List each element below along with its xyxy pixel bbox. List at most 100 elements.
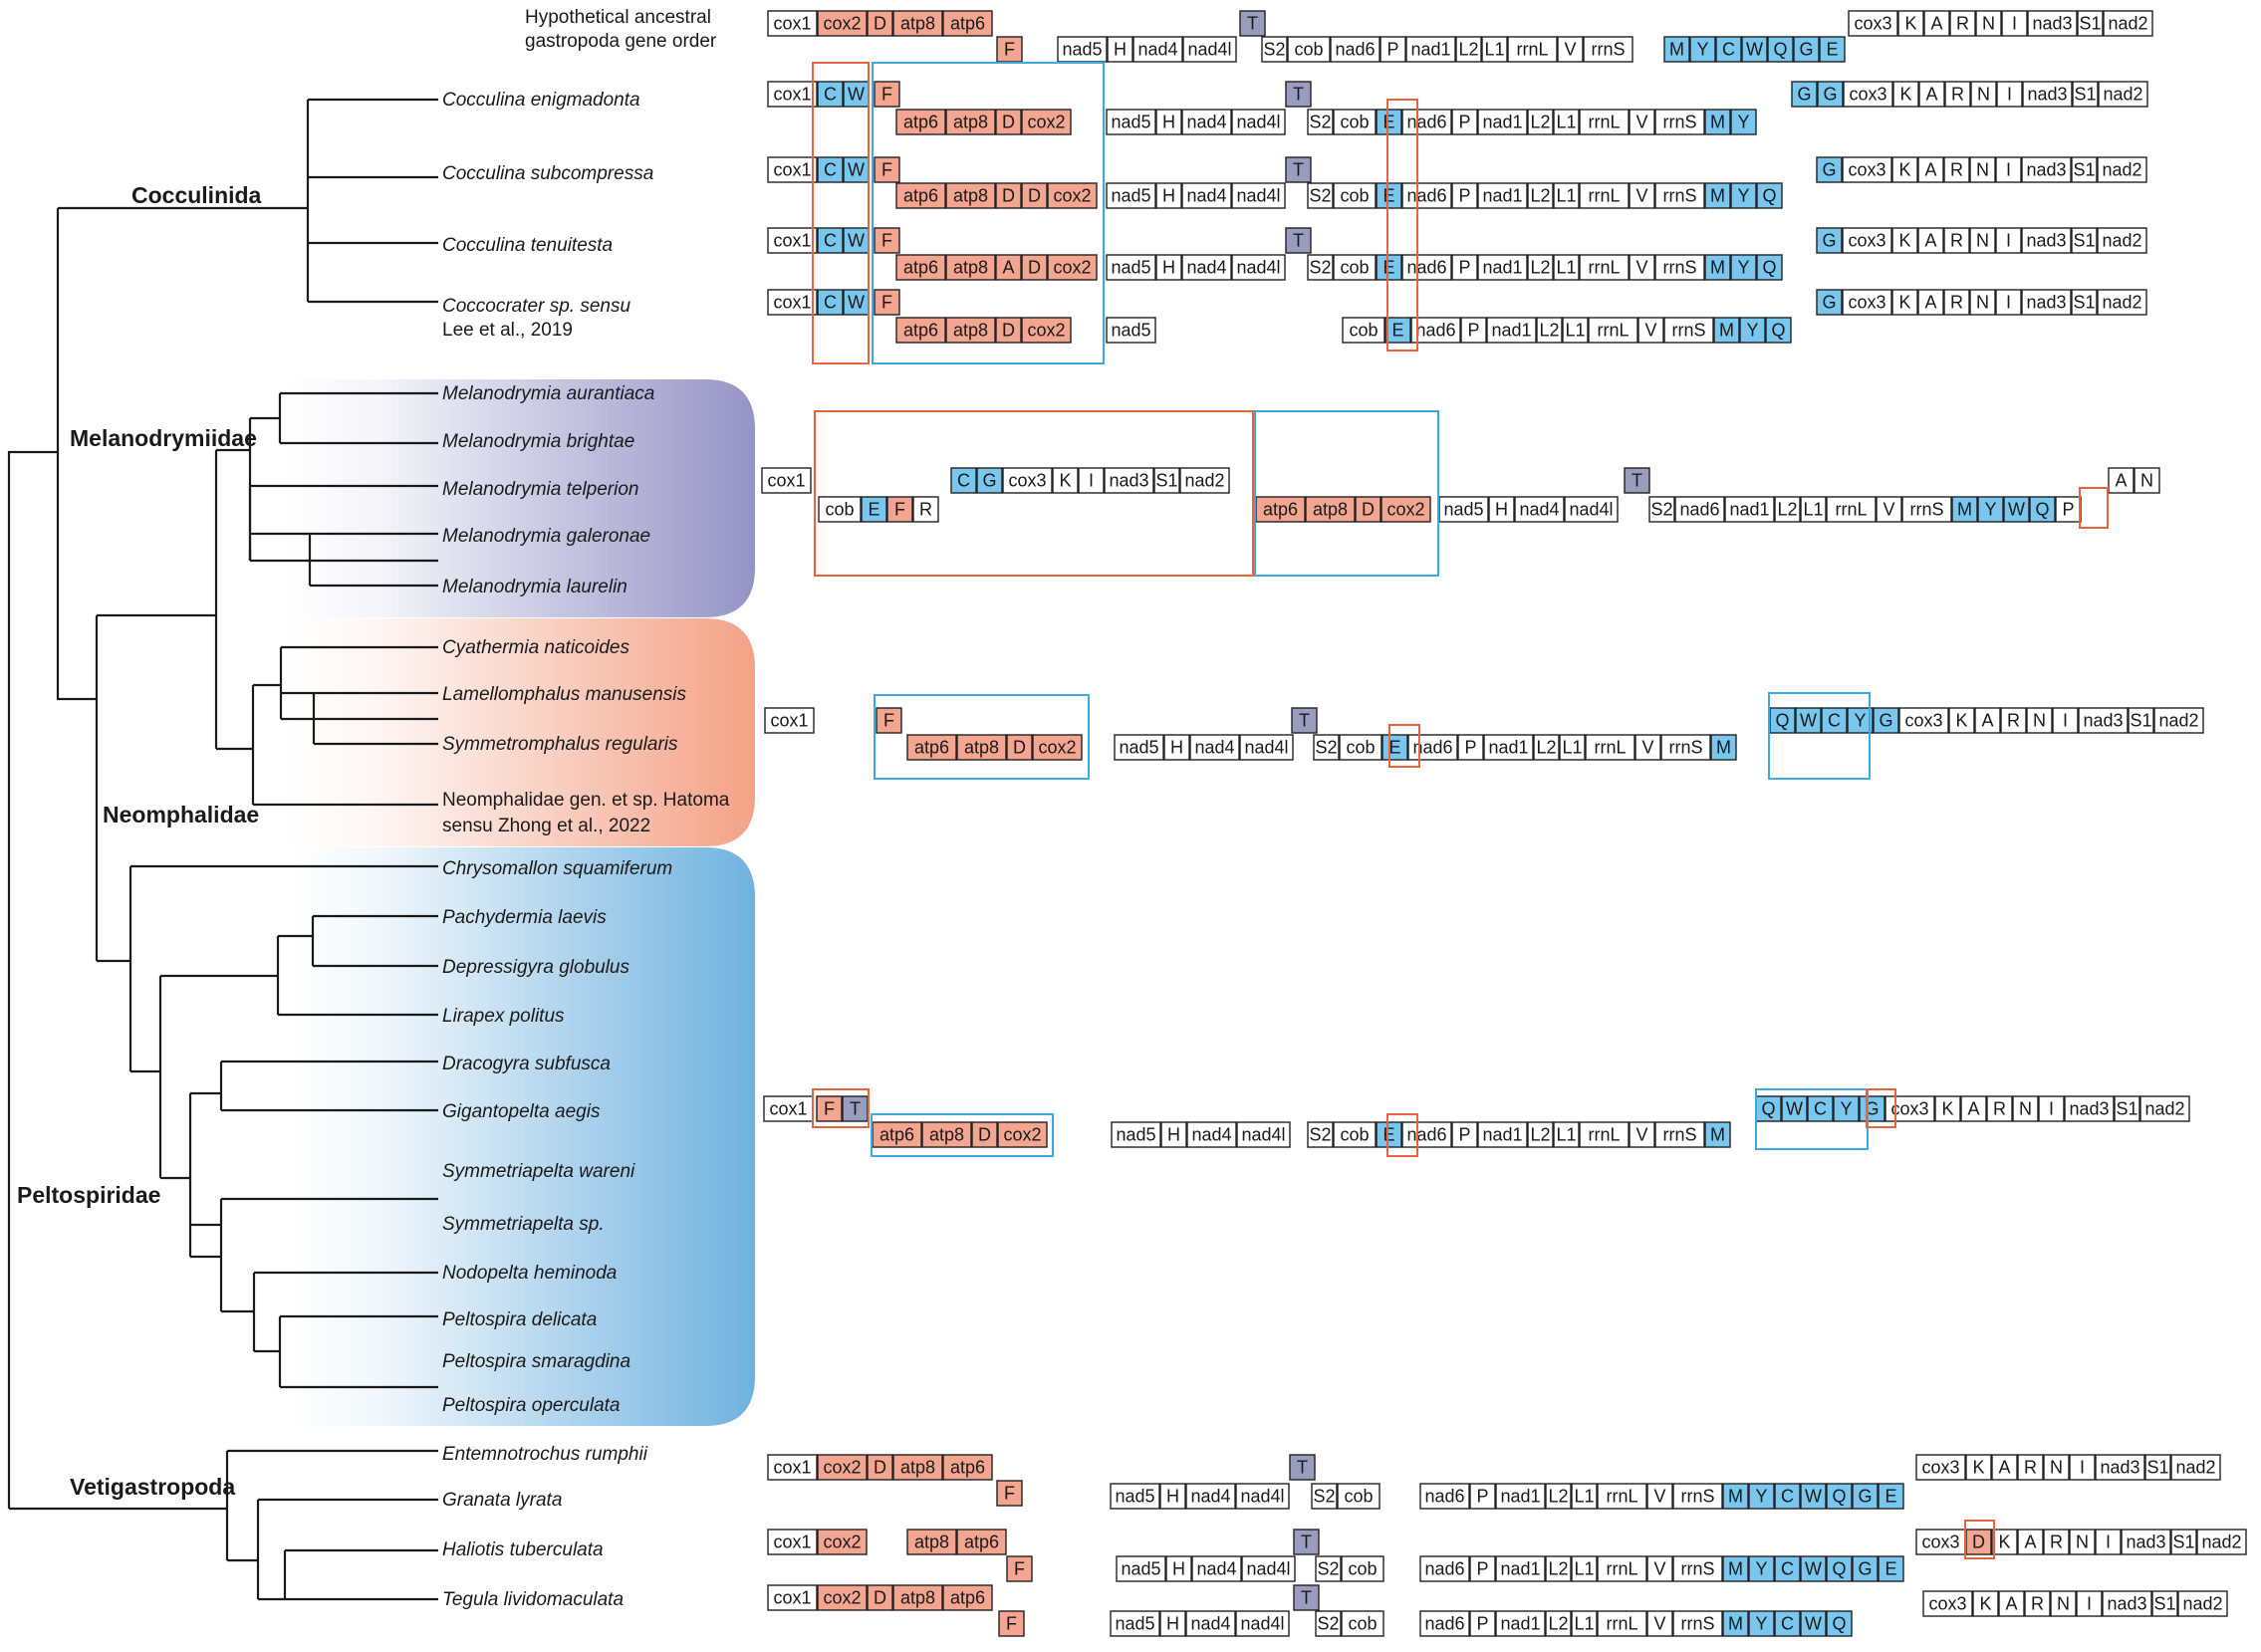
gene-label: nad2 [1184, 471, 1224, 491]
gene-box [1289, 1454, 1316, 1481]
gene-box [1021, 317, 1072, 344]
rearrangement-highlight-boxes [812, 62, 2109, 1559]
gene-label: W [1805, 1559, 1822, 1579]
gene-box [2022, 81, 2073, 108]
gene-a: A [1991, 1454, 2018, 1481]
gene-label: nad3 [2107, 1594, 2146, 1614]
gene-box [1104, 467, 1154, 494]
gene-label: atp8 [953, 113, 988, 132]
gene-box [2052, 707, 2079, 734]
gene-label: S2 [1263, 40, 1285, 60]
gene-g: G [1817, 81, 1844, 108]
gene-s2: S2 [1648, 496, 1675, 523]
gene-label: W [848, 85, 865, 105]
gene-w: W [843, 227, 870, 254]
gene-box [1380, 36, 1406, 63]
gene-label: cob [1340, 258, 1369, 278]
clade-label-neomphalidae: Neomphalidae [103, 802, 259, 827]
gene-box [1949, 10, 1976, 37]
gene-cob: cob [1333, 254, 1377, 281]
gene-nad2: nad2 [2153, 707, 2204, 734]
gene-label: nad4l [1236, 113, 1280, 132]
gene-k: K [1897, 10, 1924, 37]
gene-label: W [848, 231, 865, 251]
gene-e: E [1376, 254, 1402, 281]
gene-box [912, 496, 939, 523]
gene-q: Q [1769, 707, 1796, 734]
gene-label: K [1898, 293, 1910, 313]
gene-box [1159, 1483, 1186, 1510]
gene-label: S2 [1309, 113, 1331, 132]
gene-box [1553, 109, 1580, 135]
taxon-label: Nodopelta heminoda [442, 1263, 617, 1284]
gene-p: P [1457, 734, 1484, 761]
gene-label: nad4 [1519, 500, 1559, 520]
gene-l2: L2 [1536, 317, 1563, 344]
gene-i: I [2001, 10, 2028, 37]
gene-label: cox2 [1053, 186, 1091, 206]
gene-w: W [1800, 1610, 1827, 1637]
gene-l2: L2 [1455, 36, 1482, 63]
gene-rrnl: rrnL [1579, 182, 1630, 209]
gene-label: C [1828, 711, 1841, 731]
gene-label: I [2012, 14, 2017, 34]
gene-l1: L1 [1800, 496, 1827, 523]
gene-k: K [1891, 289, 1918, 316]
taxon-label: Melanodrymia laurelin [442, 577, 628, 597]
gene-label: rrnS [1591, 40, 1625, 60]
gene-box [1977, 496, 2004, 523]
gene-l2: L2 [1527, 254, 1554, 281]
gene-label: L2 [1536, 738, 1556, 758]
gene-box [1293, 1529, 1320, 1555]
gene-label: L1 [1562, 738, 1582, 758]
gene-n: N [2043, 1454, 2070, 1481]
gene-r: R [1986, 1095, 2013, 1122]
gene-label: rrnL [1588, 258, 1620, 278]
taxon-label: sensu Zhong et al., 2022 [442, 816, 650, 836]
gene-label: nad1 [1482, 186, 1522, 206]
gene-label: I [2080, 1458, 2085, 1478]
gene-q: Q [1756, 254, 1783, 281]
gene-i: I [2052, 707, 2079, 734]
gene-box [1481, 36, 1508, 63]
gene-cox2: cox2 [1047, 182, 1098, 209]
gene-label: nad4 [1190, 1487, 1230, 1507]
gene-box [2021, 156, 2072, 183]
gene-box [1848, 10, 1898, 37]
gene-box [1826, 1610, 1853, 1637]
gene-label: cox2 [1027, 113, 1065, 132]
gene-box [1995, 156, 2022, 183]
gene-g: G [1791, 81, 1818, 108]
gene-label: K [1972, 1458, 1984, 1478]
gene-p: P [1451, 182, 1478, 209]
gene-box [1181, 254, 1232, 281]
gene-cob: cob [1342, 317, 1385, 344]
gene-label: Q [1762, 186, 1776, 206]
gene-label: P [1467, 321, 1479, 341]
gene-label: S2 [1315, 738, 1337, 758]
gene-label: H [1167, 1125, 1180, 1145]
gene-label: K [1955, 711, 1967, 731]
gene-box [1376, 109, 1402, 135]
gene-box [2026, 707, 2053, 734]
gene-label: nad4l [1244, 738, 1288, 758]
gene-label: T [1293, 85, 1304, 105]
gene-box [1553, 182, 1580, 209]
gene-box [1901, 496, 1952, 523]
gene-s1: S1 [2170, 1529, 2197, 1555]
gene-rrns: rrnS [1672, 1610, 1723, 1637]
gene-box [1847, 707, 1874, 734]
gene-label: F [881, 160, 892, 180]
gene-label: nad2 [2158, 711, 2198, 731]
gene-label: rrnS [1662, 1125, 1696, 1145]
gene-v: V [1637, 317, 1664, 344]
gene-box [1624, 467, 1650, 494]
gene-box [1477, 254, 1528, 281]
gene-box [1969, 227, 1996, 254]
gene-s1: S1 [2114, 1095, 2140, 1122]
gene-nad6: nad6 [1674, 496, 1725, 523]
gene-label: H [1495, 500, 1508, 520]
gene-cob: cob [1337, 1483, 1381, 1510]
gene-box [1107, 36, 1133, 63]
gene-label: M [1728, 1487, 1743, 1507]
